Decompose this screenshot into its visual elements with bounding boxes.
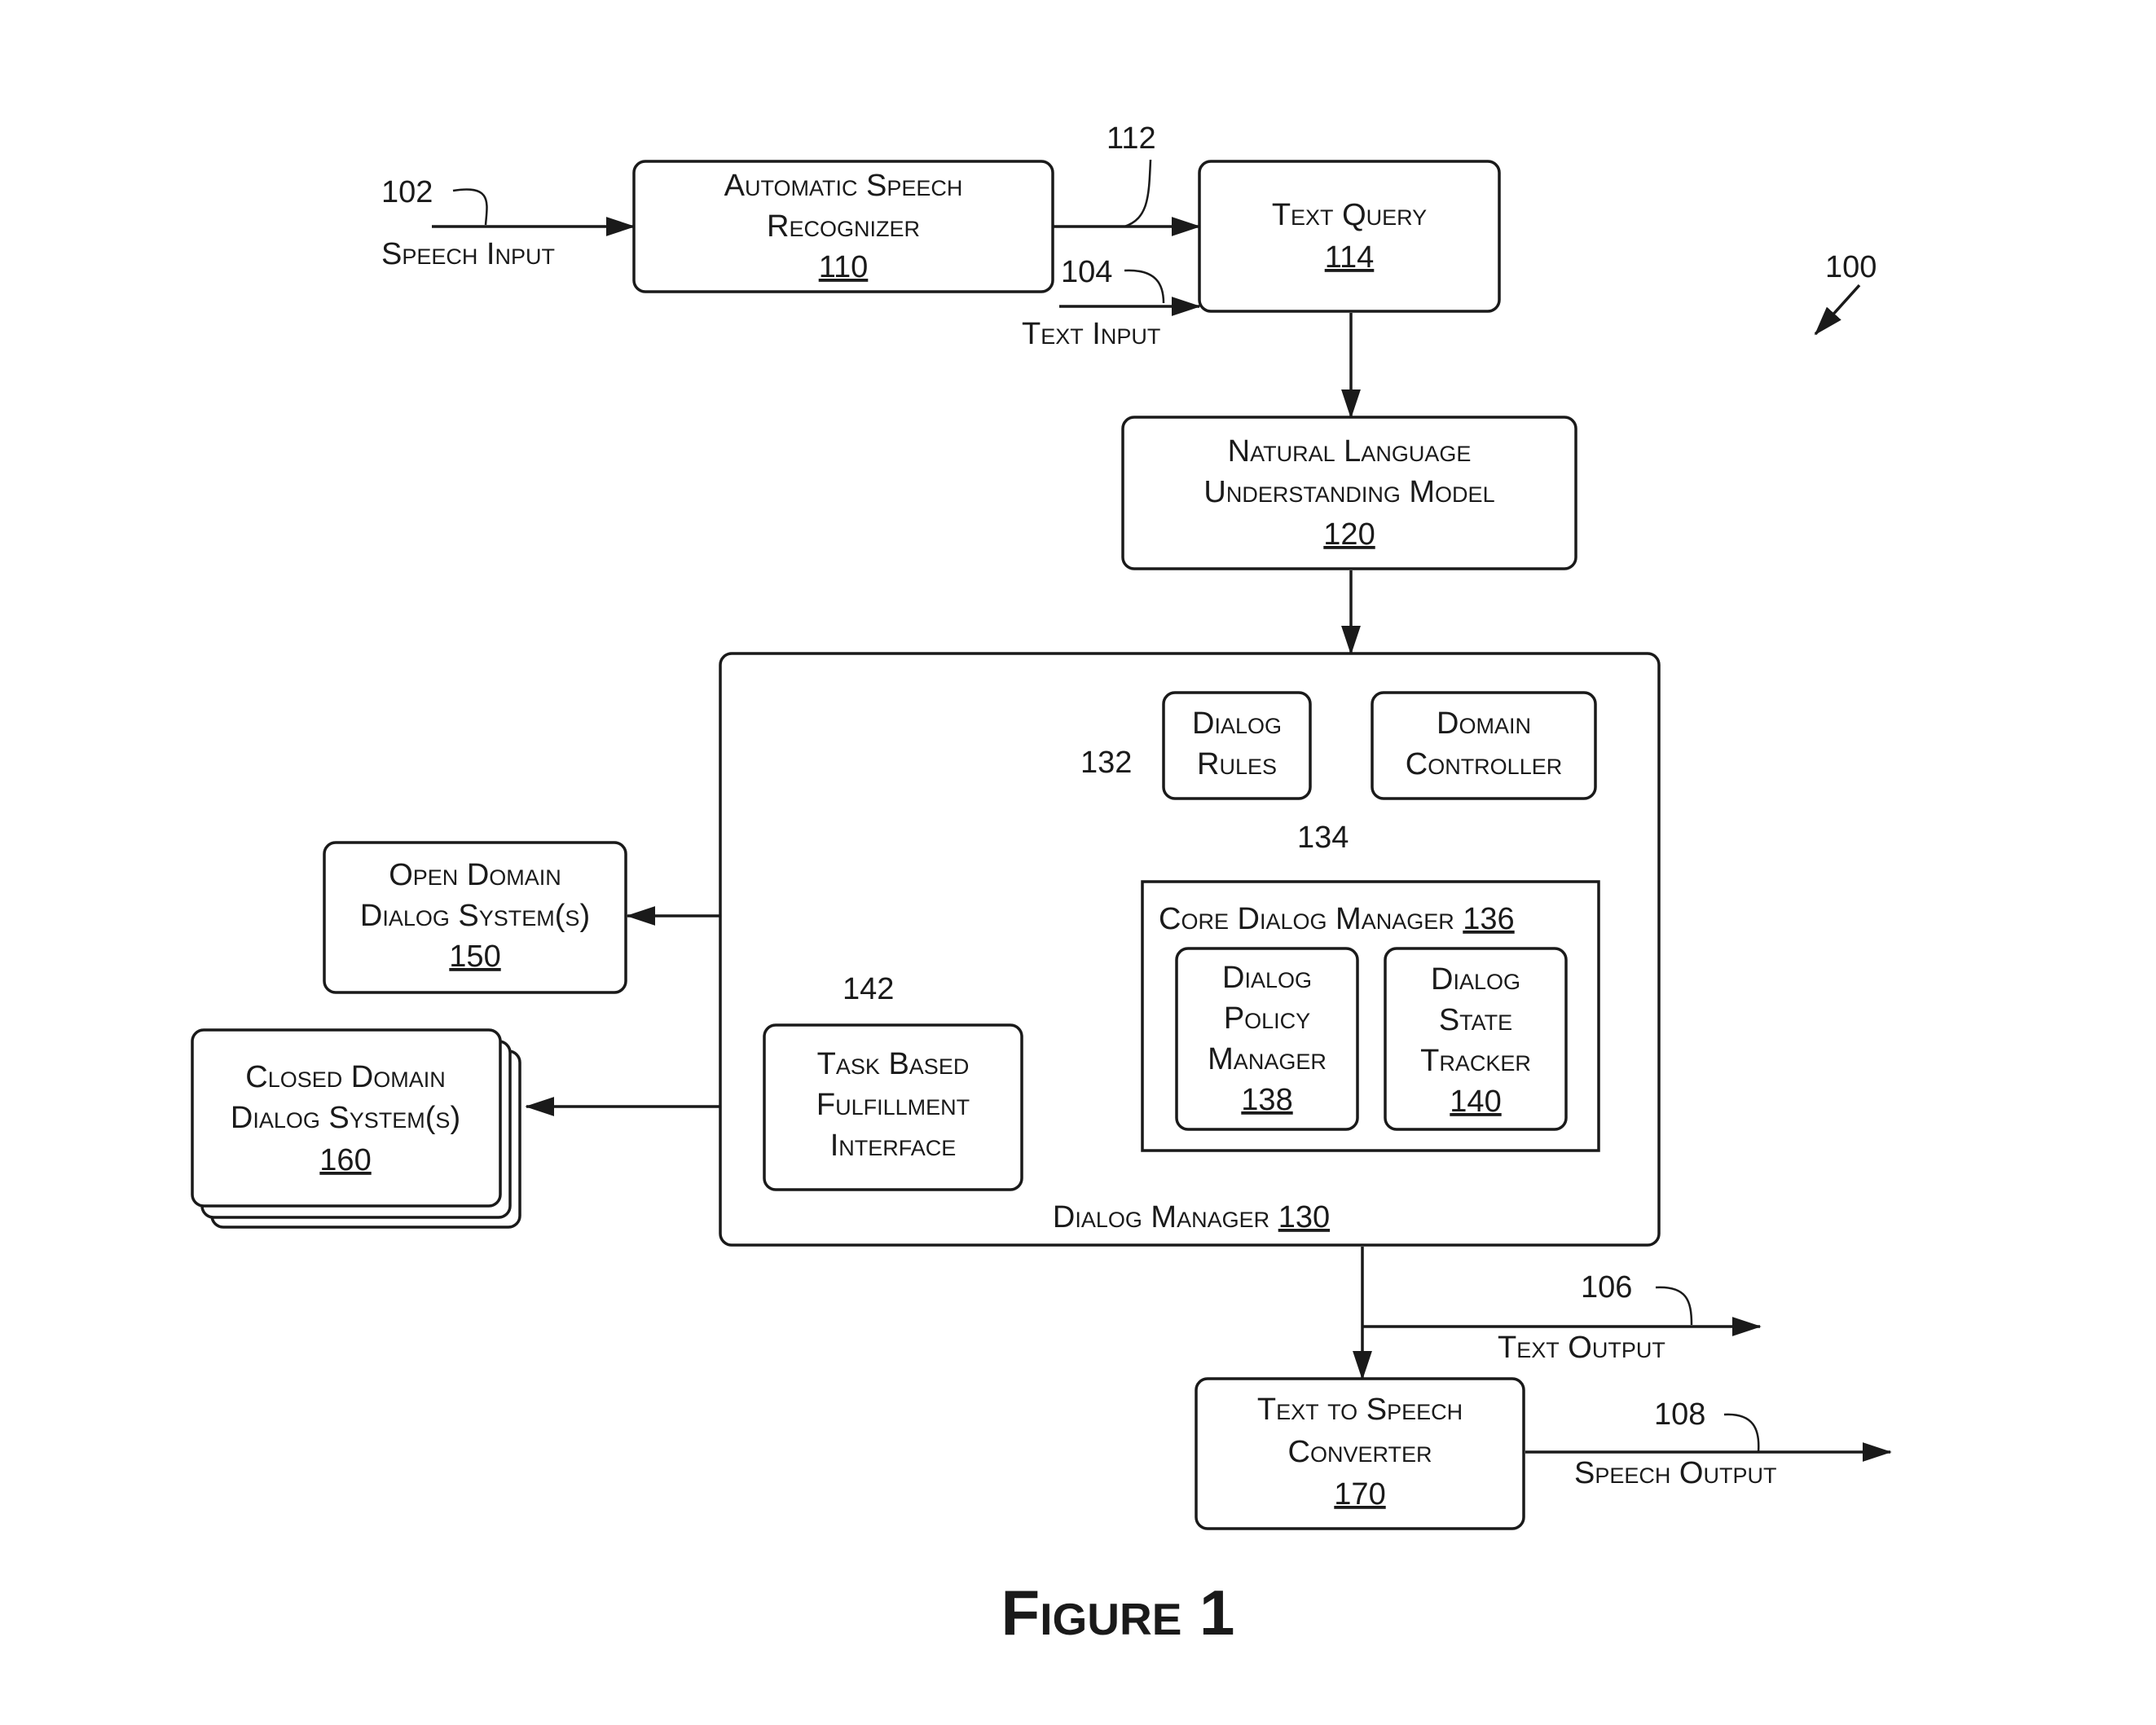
dialog-state-tracker-ref: 140 xyxy=(1450,1085,1501,1119)
dialog-state-tracker-line1: Dialog xyxy=(1431,962,1520,997)
speech-output-ref: 108 xyxy=(1654,1397,1705,1432)
nlu-label-line1: Natural Language xyxy=(1228,434,1472,469)
text-query-box: Text Query 114 xyxy=(1198,160,1501,313)
nlu-ref: 120 xyxy=(1323,517,1375,552)
closed-domain-stack: Closed Domain Dialog System(s) 160 xyxy=(191,1028,521,1229)
text-output-ref: 106 xyxy=(1581,1270,1632,1305)
speech-output-label: Speech Output xyxy=(1574,1456,1776,1490)
speech-input-label: Speech Input xyxy=(381,237,555,271)
closed-domain-box xyxy=(191,1028,502,1208)
open-domain-box: Open Domain Dialog System(s) 150 xyxy=(323,841,627,994)
open-domain-ref: 150 xyxy=(449,940,500,974)
figure-title: Figure 1 xyxy=(1001,1577,1235,1648)
dialog-manager-ref: 130 xyxy=(1278,1200,1330,1234)
asr-to-query-ref: 112 xyxy=(1107,121,1156,156)
asr-ref: 110 xyxy=(819,250,869,284)
tts-line1: Text to Speech xyxy=(1257,1393,1463,1427)
asr-label-line1: Automatic Speech xyxy=(724,169,963,203)
dialog-policy-manager-box: Dialog Policy Manager 138 xyxy=(1175,947,1359,1131)
open-domain-line1: Open Domain xyxy=(389,858,561,892)
ref-106-leader xyxy=(1655,1286,1693,1326)
task-fulfillment-line1: Task Based xyxy=(817,1047,970,1081)
core-dialog-manager-label: Core Dialog Manager 136 xyxy=(1159,902,1515,936)
dialog-rules-ref: 132 xyxy=(1080,746,1132,780)
dialog-policy-manager-ref: 138 xyxy=(1241,1083,1292,1117)
dialog-rules-line1: Dialog xyxy=(1192,706,1282,741)
closed-domain-line2: Dialog System(s) xyxy=(231,1101,460,1135)
speech-input-ref: 102 xyxy=(381,175,433,209)
text-query-label: Text Query xyxy=(1272,198,1427,232)
tts-ref: 170 xyxy=(1334,1477,1385,1512)
open-domain-line2: Dialog System(s) xyxy=(360,899,590,933)
text-input-label: Text Input xyxy=(1022,317,1160,351)
system-ref: 100 xyxy=(1825,250,1877,284)
tts-line2: Converter xyxy=(1288,1435,1432,1469)
domain-controller-line1: Domain xyxy=(1437,706,1531,741)
task-fulfillment-ref: 142 xyxy=(843,972,894,1006)
core-dialog-manager-name: Core Dialog Manager xyxy=(1159,902,1454,936)
ref-100-pointer-arrow xyxy=(1814,284,1861,336)
tts-box: Text to Speech Converter 170 xyxy=(1195,1377,1525,1530)
ref-108-leader xyxy=(1723,1413,1760,1453)
closed-domain-ref: 160 xyxy=(319,1143,371,1177)
asr-label-line2: Recognizer xyxy=(767,209,920,244)
ref-104-leader xyxy=(1124,269,1165,304)
dialog-manager-label: Dialog Manager 130 xyxy=(1053,1200,1330,1234)
domain-controller-ref: 134 xyxy=(1297,821,1349,855)
core-dialog-manager-ref: 136 xyxy=(1463,902,1514,936)
dialog-policy-manager-line2: Policy xyxy=(1224,1001,1310,1036)
dialog-state-tracker-line3: Tracker xyxy=(1420,1044,1531,1078)
nlu-box: Natural Language Understanding Model 120 xyxy=(1121,416,1577,570)
dialog-manager-name: Dialog Manager xyxy=(1053,1200,1269,1234)
asr-box: Automatic Speech Recognizer 110 xyxy=(632,160,1054,293)
closed-domain-line1: Closed Domain xyxy=(245,1060,445,1094)
dialog-policy-manager-line1: Dialog xyxy=(1222,961,1312,995)
dialog-rules-box: Dialog Rules xyxy=(1162,691,1312,800)
dialog-policy-manager-line3: Manager xyxy=(1208,1042,1327,1076)
dialog-rules-line2: Rules xyxy=(1197,747,1277,781)
domain-controller-box: Domain Controller xyxy=(1371,691,1597,800)
dialog-state-tracker-line2: State xyxy=(1439,1003,1512,1037)
task-fulfillment-line2: Fulfillment xyxy=(816,1088,970,1122)
domain-controller-line2: Controller xyxy=(1406,747,1562,781)
nlu-label-line2: Understanding Model xyxy=(1203,475,1494,509)
ref-102-leader xyxy=(452,188,488,226)
text-query-ref: 114 xyxy=(1325,240,1375,275)
text-input-ref: 104 xyxy=(1061,255,1112,289)
ref-112-leader xyxy=(1124,159,1152,228)
task-fulfillment-line3: Interface xyxy=(830,1129,957,1163)
task-fulfillment-box: Task Based Fulfillment Interface xyxy=(763,1023,1023,1191)
dialog-state-tracker-box: Dialog State Tracker 140 xyxy=(1384,947,1568,1131)
text-output-label: Text Output xyxy=(1498,1331,1665,1365)
